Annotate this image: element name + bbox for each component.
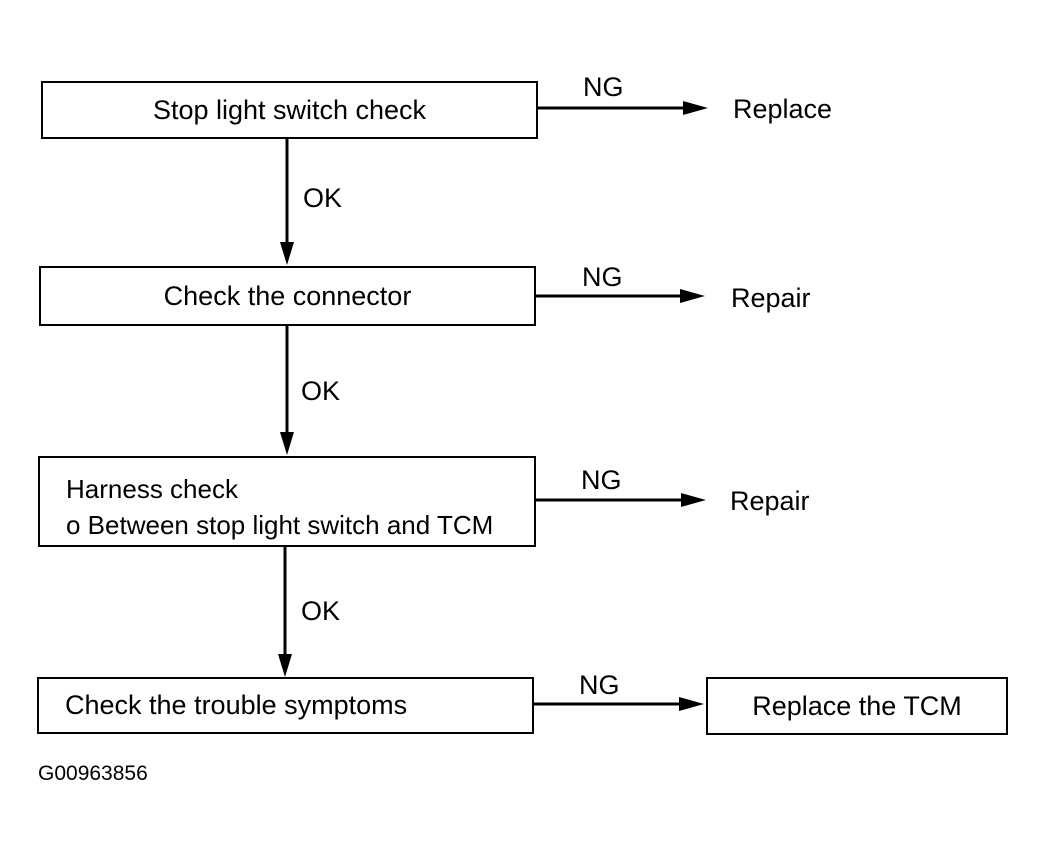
arrowhead-down-3 <box>278 654 292 677</box>
outcome-label: Replace the TCM <box>752 690 962 721</box>
step-label: Stop light switch check <box>152 94 427 125</box>
step-box-harness-check: Harness check o Between stop light switc… <box>38 456 536 547</box>
arrowhead-right-3 <box>681 493 706 507</box>
arrowhead-down-1 <box>280 242 294 265</box>
step-label-title: Harness check <box>66 474 238 504</box>
ok-label: OK <box>301 596 341 626</box>
ng-label: NG <box>582 262 623 292</box>
step-box-stop-light-switch-check: Stop light switch check <box>41 81 538 139</box>
outcome-repair: Repair <box>731 283 811 313</box>
step-label: Check the trouble symptoms <box>65 690 408 720</box>
ng-label: NG <box>583 72 624 102</box>
outcome-repair: Repair <box>730 486 810 516</box>
figure-id: G00963856 <box>38 762 148 785</box>
arrowhead-down-2 <box>280 432 294 455</box>
arrowhead-right-1 <box>683 101 708 115</box>
step-label-detail: o Between stop light switch and TCM <box>66 510 494 540</box>
outcome-replace: Replace <box>733 94 833 124</box>
arrowhead-right-4 <box>679 697 704 711</box>
ng-label: NG <box>581 465 622 495</box>
step-label: Check the connector <box>163 280 412 311</box>
ng-label: NG <box>579 670 620 700</box>
arrowhead-right-2 <box>680 289 705 303</box>
ok-label: OK <box>301 376 341 406</box>
outcome-box-replace-tcm: Replace the TCM <box>706 677 1008 735</box>
ok-label: OK <box>303 183 343 213</box>
step-box-check-trouble-symptoms: Check the trouble symptoms <box>37 677 534 734</box>
step-box-check-connector: Check the connector <box>39 266 536 326</box>
